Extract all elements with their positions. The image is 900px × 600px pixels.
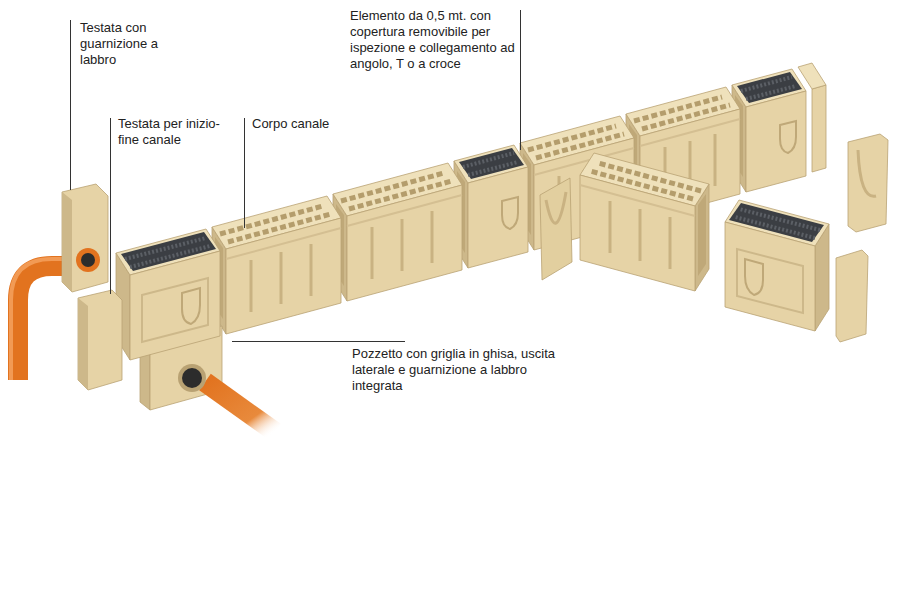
callout-label: Testata per inizio-fine canale — [118, 116, 230, 148]
leader-line — [110, 118, 111, 294]
callout-label: Corpo canale — [252, 116, 362, 132]
callout-label: Pozzetto con griglia in ghisa, uscita la… — [352, 346, 557, 394]
leader-line — [70, 20, 71, 190]
callout-label: Testata con guarnizione a labbro — [80, 20, 170, 68]
callout-box: Corpo canale — [252, 116, 362, 132]
callout-box: Pozzetto con griglia in ghisa, uscita la… — [352, 346, 557, 394]
leader-line — [520, 10, 521, 150]
callout-box: Testata per inizio-fine canale — [118, 116, 230, 148]
callout-label: Elemento da 0,5 mt. con copertura removi… — [350, 8, 515, 72]
callout-box: Testata con guarnizione a labbro — [80, 20, 170, 68]
leader-line — [232, 341, 405, 342]
callout-box: Elemento da 0,5 mt. con copertura removi… — [350, 8, 515, 72]
leader-line — [244, 118, 245, 228]
